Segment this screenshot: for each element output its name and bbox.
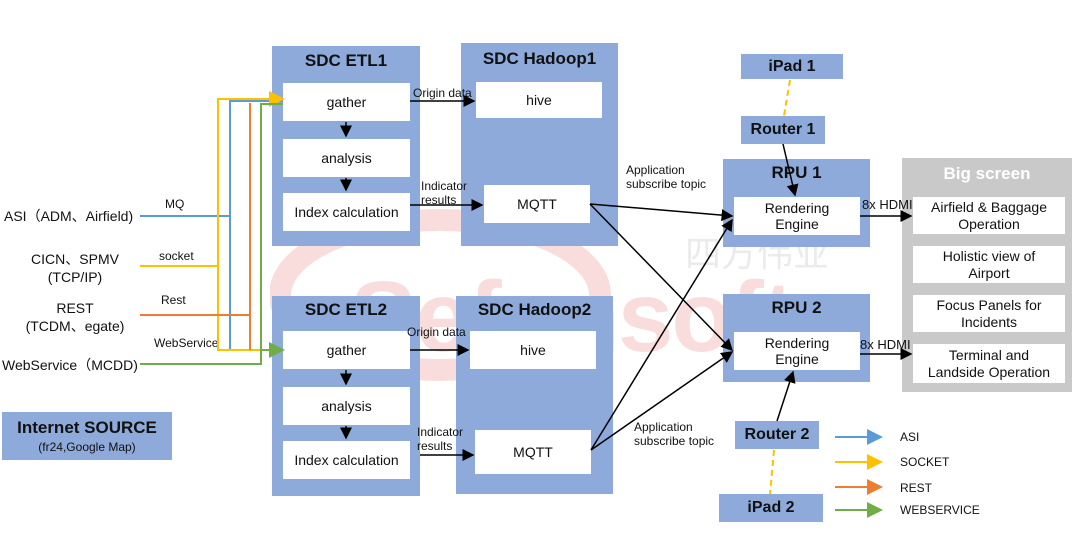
ipad1-node: iPad 1	[741, 54, 843, 79]
source-webservice-label: WebService（MCDD)	[2, 357, 138, 373]
etl2-gather-box: gather	[283, 331, 410, 369]
big-screen-item: Terminal and Landside Operation	[913, 344, 1065, 383]
router1-node: Router 1	[741, 116, 825, 144]
hadoop2-title: SDC Hadoop2	[477, 300, 592, 319]
origin-data-label-2: Origin data	[407, 325, 466, 339]
etl1-analysis-box: analysis	[283, 139, 410, 177]
etl1-title: SDC ETL1	[304, 51, 388, 70]
indicator-results-label-2: Indicator results	[417, 425, 464, 453]
router2-node: Router 2	[735, 421, 819, 449]
indicator-results-label-1: Indicator results	[421, 179, 468, 207]
rpu1-engine-box: Rendering Engine	[734, 197, 860, 235]
source-rest-label: REST (TCDM、egate)	[25, 300, 125, 334]
webservice-line	[140, 103, 283, 365]
source-cicn-label: CICN、SPMV (TCP/IP)	[31, 251, 119, 285]
protocol-rest-label: Rest	[161, 293, 186, 307]
app-subscribe-label-2: Application subscribe topic	[634, 420, 715, 448]
source-connectors	[140, 91, 285, 365]
protocol-mq-label: MQ	[165, 197, 185, 211]
etl2-index-box: Index calculation	[283, 441, 410, 479]
hadoop1-title: SDC Hadoop1	[482, 49, 597, 68]
origin-data-label-1: Origin data	[413, 86, 472, 100]
ipad2-node: iPad 2	[719, 494, 823, 522]
etl2-analysis-box: analysis	[283, 387, 410, 425]
protocol-webservice-label: WebService	[154, 336, 219, 350]
app-subscribe-label-1: Application subscribe topic	[626, 163, 707, 191]
internet-source-subtitle: (fr24,Google Map)	[38, 440, 136, 454]
rest-line	[140, 103, 251, 316]
big-screen-item: Focus Panels for Incidents	[913, 295, 1065, 332]
rpu2-title: RPU 2	[771, 298, 822, 317]
etl1-index-box: Index calculation	[283, 193, 410, 231]
socket-line	[140, 91, 285, 267]
legend-webservice-label: WEBSERVICE	[900, 503, 980, 517]
source-asi-label: ASI（ADM、Airfield)	[4, 208, 134, 224]
legend-socket-label: SOCKET	[900, 455, 950, 469]
big-screen-item: Holistic view of Airport	[913, 246, 1065, 283]
internet-source-title: Internet SOURCE	[17, 418, 157, 437]
hadoop1-mqtt-box: MQTT	[484, 185, 590, 223]
ipad1-link	[783, 79, 791, 117]
protocol-socket-label: socket	[159, 249, 194, 263]
hdmi-label-2: 8x HDMI	[860, 337, 911, 352]
internet-source-box: Internet SOURCE (fr24,Google Map)	[2, 412, 172, 460]
hadoop2-mqtt-box: MQTT	[475, 430, 591, 474]
hdmi-label-1: 8x HDMI	[862, 197, 913, 212]
hadoop1-hive-box: hive	[476, 82, 602, 118]
big-screen-title: Big screen	[943, 164, 1031, 183]
hadoop2-hive-box: hive	[470, 331, 596, 369]
etl1-gather-box: gather	[283, 83, 410, 121]
ipad2-link	[769, 449, 775, 495]
legend-rest-label: REST	[900, 481, 933, 495]
rpu2-engine-box: Rendering Engine	[734, 332, 860, 370]
asi-line	[140, 100, 283, 217]
rpu1-title: RPU 1	[771, 163, 822, 182]
big-screen-item: Airfield & Baggage Operation	[913, 197, 1065, 234]
legend-asi-label: ASI	[900, 430, 920, 444]
etl2-title: SDC ETL2	[304, 300, 388, 319]
